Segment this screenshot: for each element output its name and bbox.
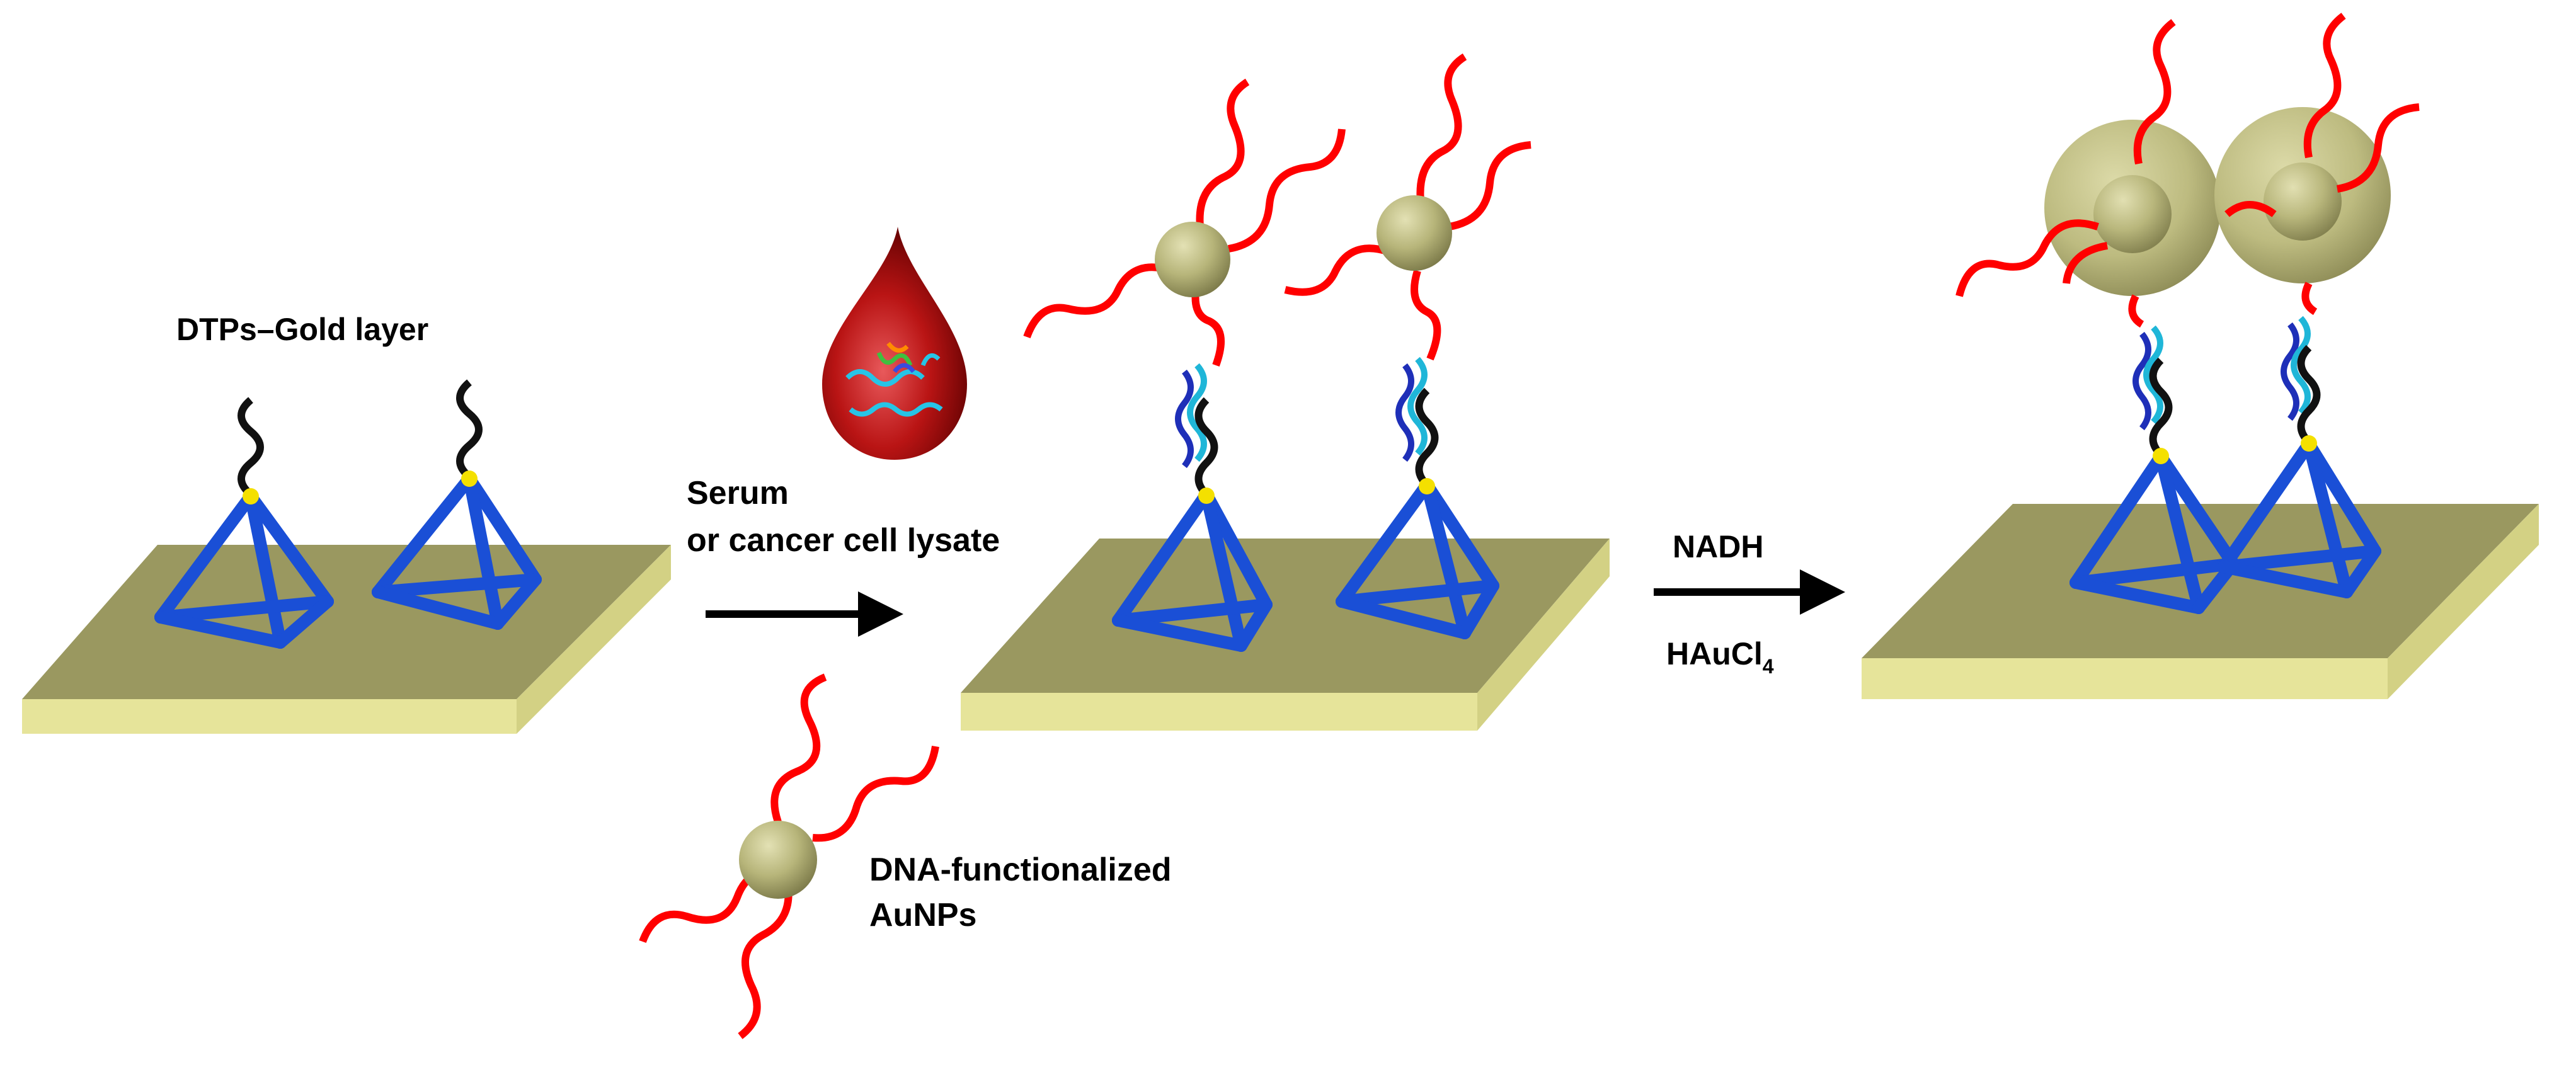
reagent-nadh-label: NADH <box>1673 529 1763 564</box>
gold-nanoparticle-icon <box>1023 78 1346 367</box>
step-sample-addition: Serum or cancer cell lysate DNA-function… <box>639 227 1172 1039</box>
tetrahedron-icon <box>2218 438 2381 598</box>
reagent-haucl4-subscript: 4 <box>1763 655 1774 678</box>
dna-duplex <box>1175 363 1218 498</box>
substrate-icon <box>22 545 671 734</box>
sample-label-line1: Serum <box>687 475 789 511</box>
thiol-linker <box>456 379 483 480</box>
anchor-dot <box>2153 448 2169 464</box>
anchor-dot <box>461 470 478 487</box>
dna-duplex <box>2281 316 2321 445</box>
anchor-dot <box>1419 478 1435 494</box>
dna-duplex <box>1395 356 1439 488</box>
tetrahedron-icon <box>154 490 334 649</box>
reagent-haucl4-label: HAuCl4 <box>1666 636 1774 678</box>
dna-duplex <box>2132 325 2173 458</box>
gold-nanoparticle-icon <box>1284 53 1531 361</box>
dtp-layer-label: DTPs–Gold layer <box>176 312 428 347</box>
anchor-dot <box>1198 488 1215 504</box>
thiol-linker <box>238 397 264 498</box>
panel-initial: DTPs–Gold layer <box>22 312 671 734</box>
substrate-icon <box>961 539 1610 731</box>
tetrahedron-icon <box>1336 479 1499 639</box>
sample-label-line2: or cancer cell lysate <box>687 522 1000 559</box>
tetrahedron-icon <box>372 472 542 630</box>
blood-drop-icon <box>822 227 967 460</box>
reagent-haucl4-main: HAuCl <box>1666 636 1763 671</box>
grown-gold-nanoparticle-icon <box>1955 19 2221 328</box>
step-gold-growth: NADH HAuCl4 <box>1654 529 1845 678</box>
anchor-dot <box>243 488 259 505</box>
gold-nanoparticle-icon <box>639 673 939 1039</box>
tetrahedron-icon <box>1112 488 1273 652</box>
probe-label-line2: AuNPs <box>869 897 976 933</box>
probe-label-line1: DNA-functionalized <box>869 852 1172 888</box>
panel-grown <box>1862 13 2539 699</box>
panel-hybridized <box>961 53 1610 731</box>
grown-gold-nanoparticle-icon <box>2214 13 2420 316</box>
anchor-dot <box>2301 435 2317 452</box>
